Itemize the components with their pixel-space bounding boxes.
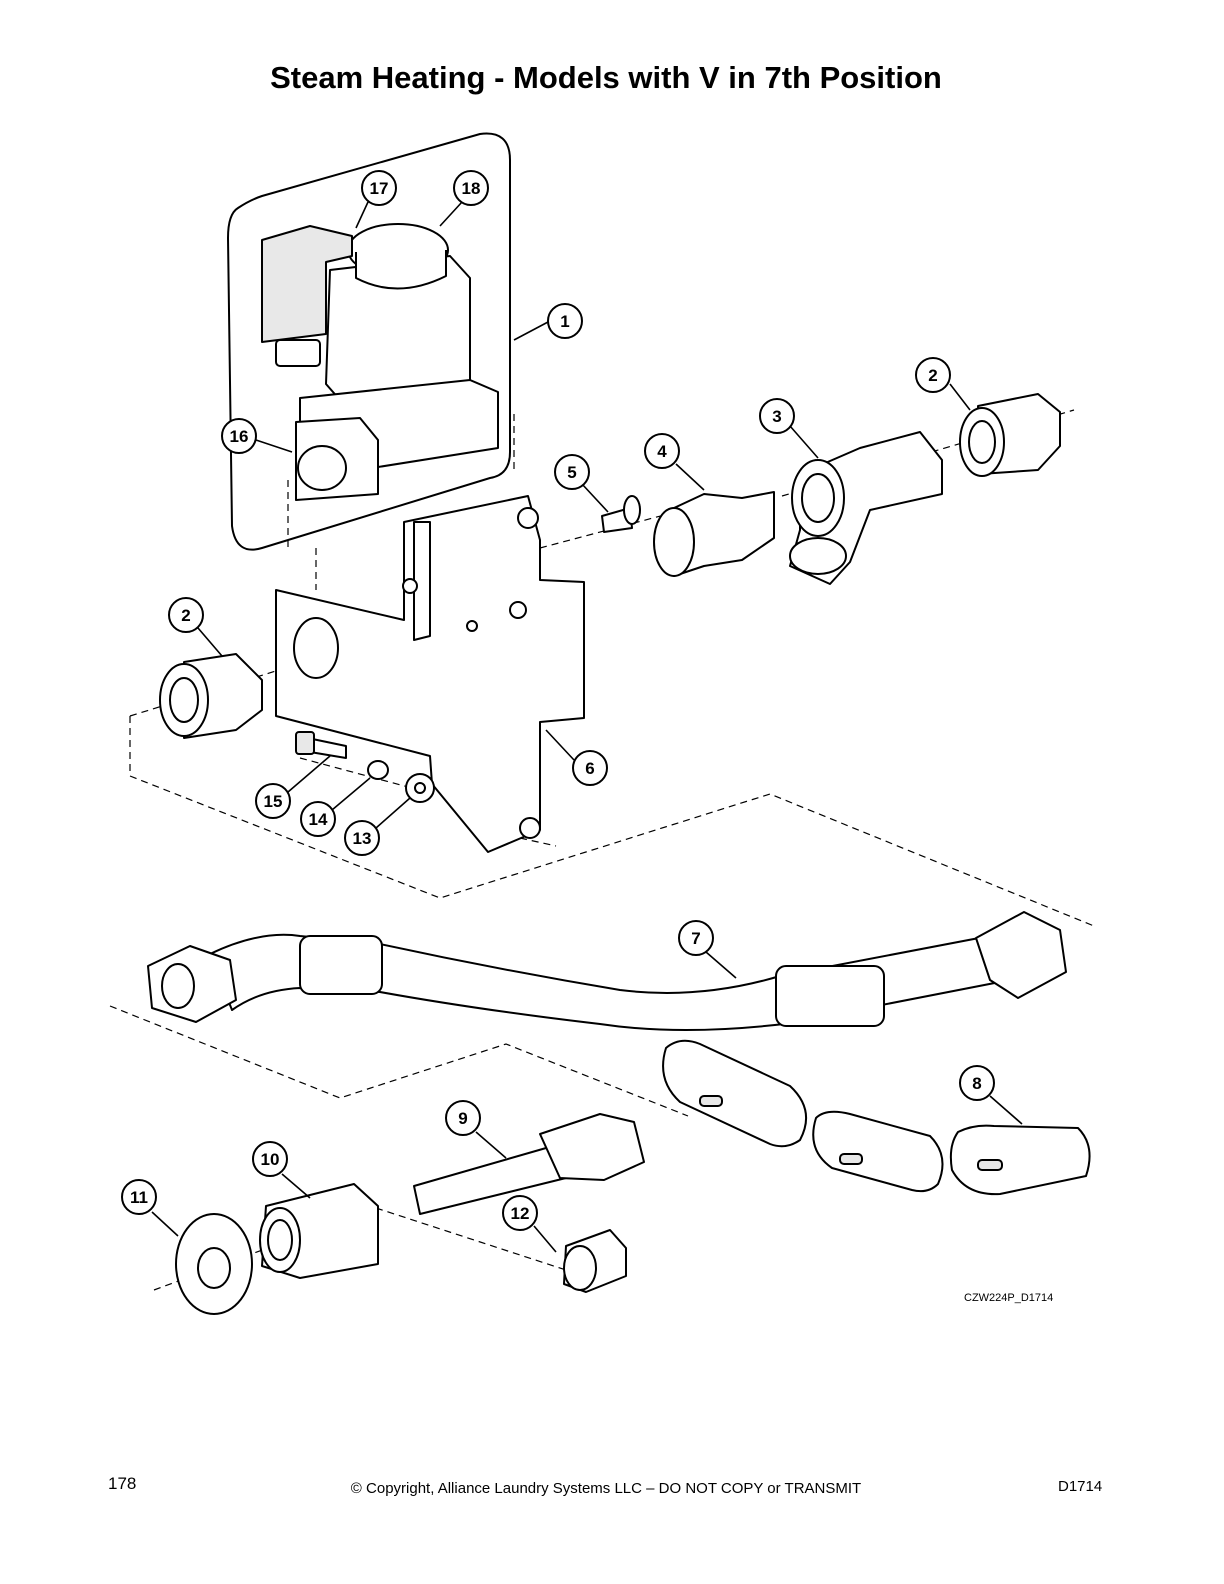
callout-5: 5 bbox=[554, 454, 590, 490]
document-code: D1714 bbox=[1058, 1478, 1103, 1495]
leader-line bbox=[281, 1173, 311, 1199]
leader-line bbox=[255, 439, 293, 453]
svg-text:10: 10 bbox=[261, 1150, 280, 1169]
callout-15: 15 bbox=[255, 783, 291, 819]
leader-line bbox=[789, 425, 819, 459]
svg-text:13: 13 bbox=[353, 829, 372, 848]
connection-line bbox=[299, 757, 557, 847]
leader-line bbox=[475, 1131, 507, 1159]
callout-4: 4 bbox=[644, 433, 680, 469]
steam-hose bbox=[147, 911, 1067, 1031]
connection-line bbox=[109, 1005, 689, 1117]
svg-text:4: 4 bbox=[657, 442, 667, 461]
svg-text:18: 18 bbox=[462, 179, 481, 198]
leader-line bbox=[545, 729, 575, 761]
callout-12: 12 bbox=[502, 1195, 538, 1231]
drawing-code: CZW224P_D1714 bbox=[964, 1292, 1054, 1304]
valve-body bbox=[295, 379, 499, 501]
mounting-bracket bbox=[275, 495, 585, 853]
leader-line bbox=[331, 777, 371, 811]
svg-text:9: 9 bbox=[458, 1109, 467, 1128]
connector-box bbox=[261, 225, 353, 367]
svg-text:15: 15 bbox=[264, 792, 283, 811]
callout-9: 9 bbox=[445, 1100, 481, 1136]
callout-14: 14 bbox=[300, 801, 336, 837]
svg-text:8: 8 bbox=[972, 1074, 981, 1093]
callout-1: 1 bbox=[547, 303, 583, 339]
callout-11: 11 bbox=[121, 1179, 157, 1215]
page-title: Steam Heating - Models with V in 7th Pos… bbox=[270, 60, 942, 95]
svg-text:12: 12 bbox=[511, 1204, 530, 1223]
svg-text:7: 7 bbox=[691, 929, 700, 948]
svg-text:16: 16 bbox=[230, 427, 249, 446]
leader-line bbox=[533, 1225, 557, 1253]
bolt-and-washers bbox=[295, 731, 435, 803]
svg-text:1: 1 bbox=[560, 312, 569, 331]
leader-line bbox=[949, 383, 971, 411]
callout-10: 10 bbox=[252, 1141, 288, 1177]
svg-text:11: 11 bbox=[130, 1188, 148, 1207]
leader-line bbox=[151, 1211, 179, 1237]
flat-washer bbox=[175, 1213, 253, 1315]
callout-3: 3 bbox=[759, 398, 795, 434]
callout-18: 18 bbox=[453, 170, 489, 206]
connection-line bbox=[287, 414, 515, 590]
leader-line bbox=[581, 483, 609, 513]
callout-17: 17 bbox=[361, 170, 397, 206]
svg-text:3: 3 bbox=[772, 407, 781, 426]
copyright-notice: © Copyright, Alliance Laundry Systems LL… bbox=[350, 1480, 862, 1497]
leader-line bbox=[375, 797, 411, 829]
callout-2-right: 2 bbox=[915, 357, 951, 393]
svg-text:2: 2 bbox=[181, 606, 190, 625]
leader-line bbox=[705, 951, 737, 979]
pipe-nipple bbox=[653, 491, 775, 577]
leader-line bbox=[989, 1095, 1023, 1125]
leader-line bbox=[675, 463, 705, 491]
svg-text:5: 5 bbox=[567, 463, 576, 482]
leader-line bbox=[197, 627, 223, 657]
screw bbox=[601, 495, 641, 533]
callout-7: 7 bbox=[678, 920, 714, 956]
leader-line bbox=[439, 201, 463, 227]
sight-glass-group bbox=[662, 1039, 1091, 1196]
svg-text:6: 6 bbox=[585, 759, 594, 778]
callout-6: 6 bbox=[572, 750, 608, 786]
callout-2-left: 2 bbox=[168, 597, 204, 633]
svg-text:2: 2 bbox=[928, 366, 937, 385]
svg-text:14: 14 bbox=[309, 810, 328, 829]
leader-line bbox=[513, 321, 549, 341]
temperature-probe bbox=[413, 1113, 645, 1215]
fitting-right bbox=[959, 393, 1061, 477]
leader-line bbox=[287, 755, 331, 793]
hex-nut bbox=[563, 1229, 627, 1293]
callout-13: 13 bbox=[344, 820, 380, 856]
connection-line bbox=[129, 716, 1095, 927]
svg-text:17: 17 bbox=[370, 179, 389, 198]
fitting-left bbox=[159, 653, 263, 739]
leader-line bbox=[355, 201, 369, 229]
hex-coupling bbox=[259, 1183, 379, 1279]
solenoid-coil bbox=[325, 223, 471, 401]
callout-16: 16 bbox=[221, 418, 257, 454]
page-number: 178 bbox=[108, 1474, 137, 1493]
callout-8: 8 bbox=[959, 1065, 995, 1101]
y-strainer bbox=[789, 431, 943, 585]
